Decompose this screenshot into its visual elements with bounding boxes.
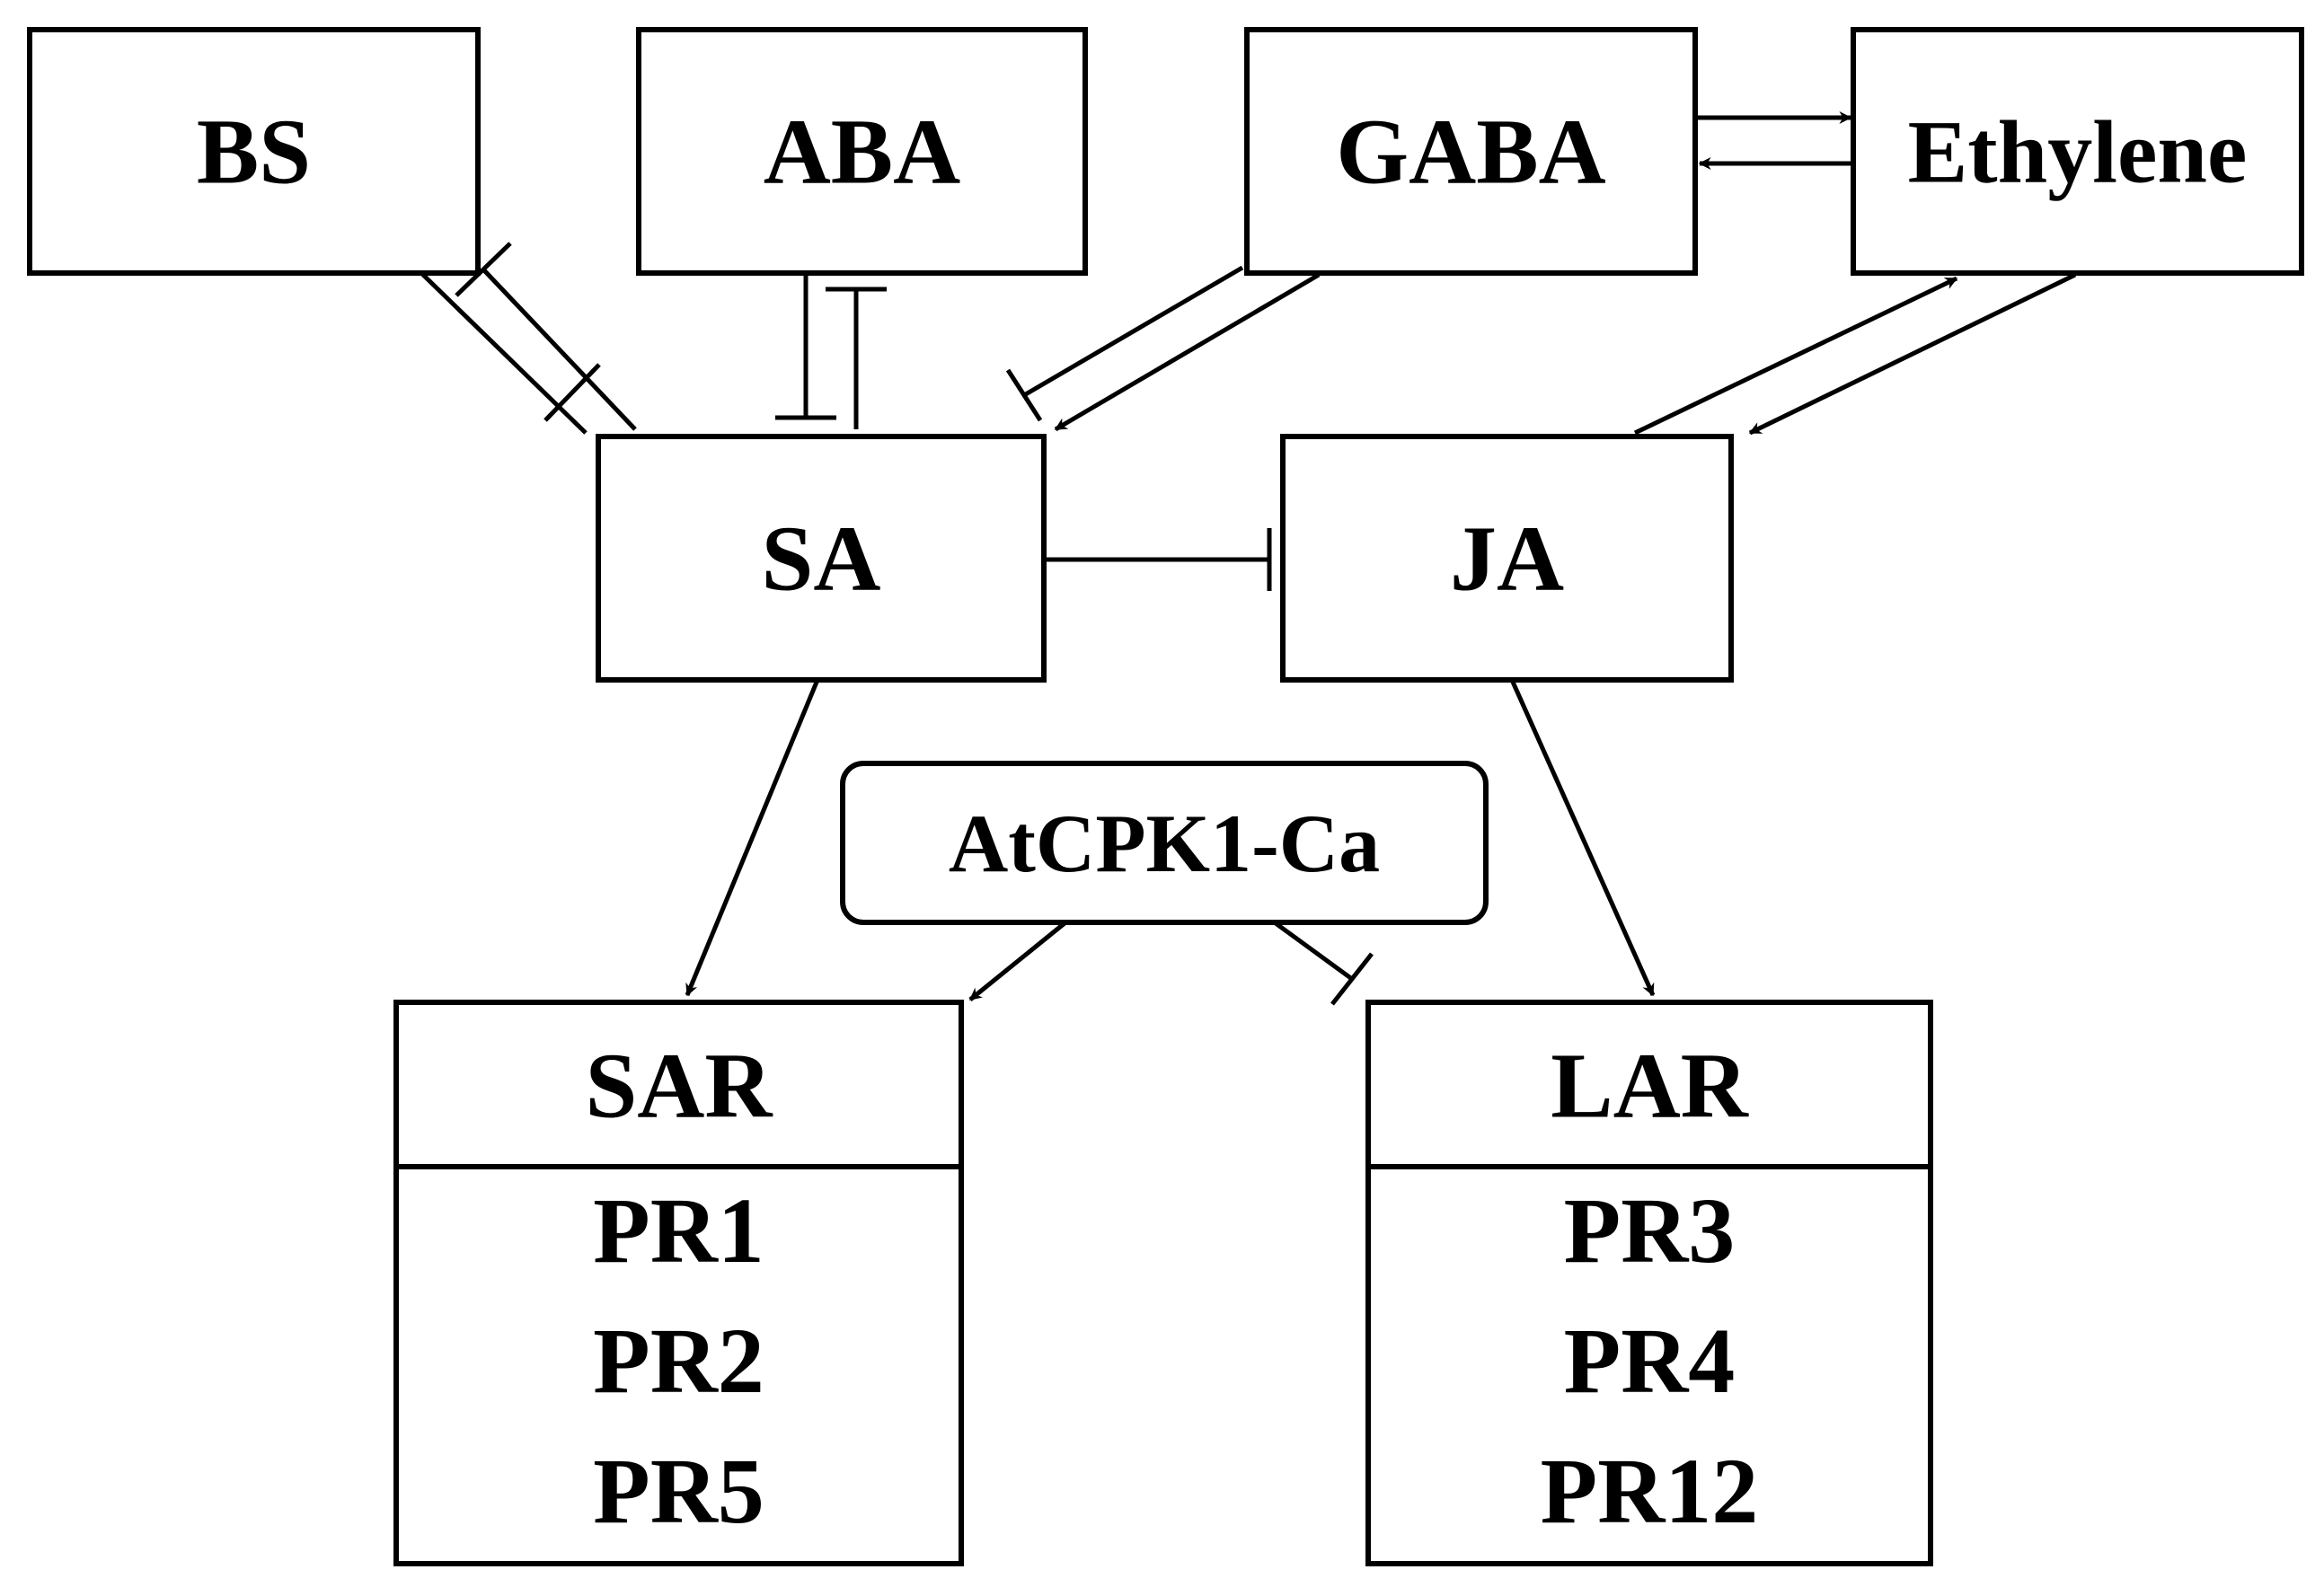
node-lar-divider	[1371, 1164, 1928, 1169]
edge-ethylene-activates-ja	[1748, 272, 2077, 436]
node-sar-gene: PR2	[593, 1309, 764, 1413]
node-sar-title: SAR	[585, 1034, 773, 1138]
node-sar-gene: PR1	[593, 1179, 764, 1283]
edge-sa-inhibits-ja	[1045, 528, 1272, 591]
edge-atcpk1-activates-sar	[968, 921, 1066, 1001]
node-lar-gene: PR12	[1540, 1440, 1759, 1543]
edge-ja-activates-ethylene	[1633, 276, 1958, 436]
node-ethylene-label: Ethylene	[1907, 101, 2248, 201]
node-lar-title: LAR	[1551, 1034, 1748, 1138]
node-gaba: GABA	[1244, 27, 1698, 276]
node-sar-gene: PR5	[593, 1440, 764, 1543]
node-atcpk1-ca-label: AtCPK1-Ca	[948, 797, 1381, 889]
node-sa-label: SA	[761, 507, 881, 610]
node-bs-label: BS	[196, 100, 312, 203]
node-gaba-label: GABA	[1336, 100, 1606, 203]
edge-sa-inhibits-aba	[826, 287, 887, 429]
edge-sa-activates-sar	[685, 679, 820, 997]
node-sa: SA	[596, 434, 1047, 683]
edge-aba-inhibits-sa	[775, 274, 836, 420]
node-bs: BS	[27, 27, 481, 276]
edge-ja-activates-lar	[1509, 678, 1656, 997]
node-lar-gene: PR4	[1563, 1309, 1736, 1413]
edge-atcpk1-inhibits-lar	[1274, 921, 1374, 1006]
node-aba-label: ABA	[763, 100, 961, 203]
node-ethylene: Ethylene	[1851, 27, 2304, 276]
edge-sa-inhibits-gaba	[1005, 265, 1244, 422]
node-lar: LAR PR3 PR4 PR12	[1365, 1000, 1933, 1566]
node-atcpk1-ca: AtCPK1-Ca	[840, 761, 1489, 925]
node-lar-gene: PR3	[1563, 1179, 1736, 1283]
edge-sa-inhibits-bs	[455, 242, 637, 431]
node-sar: SAR PR1 PR2 PR5	[393, 1000, 964, 1566]
edge-gaba-activates-sa	[1054, 272, 1321, 432]
node-aba: ABA	[636, 27, 1088, 276]
node-ja: JA	[1280, 434, 1734, 683]
node-sar-divider	[399, 1164, 959, 1169]
node-ja-label: JA	[1449, 507, 1565, 610]
edge-bs-inhibits-sa	[420, 272, 601, 435]
